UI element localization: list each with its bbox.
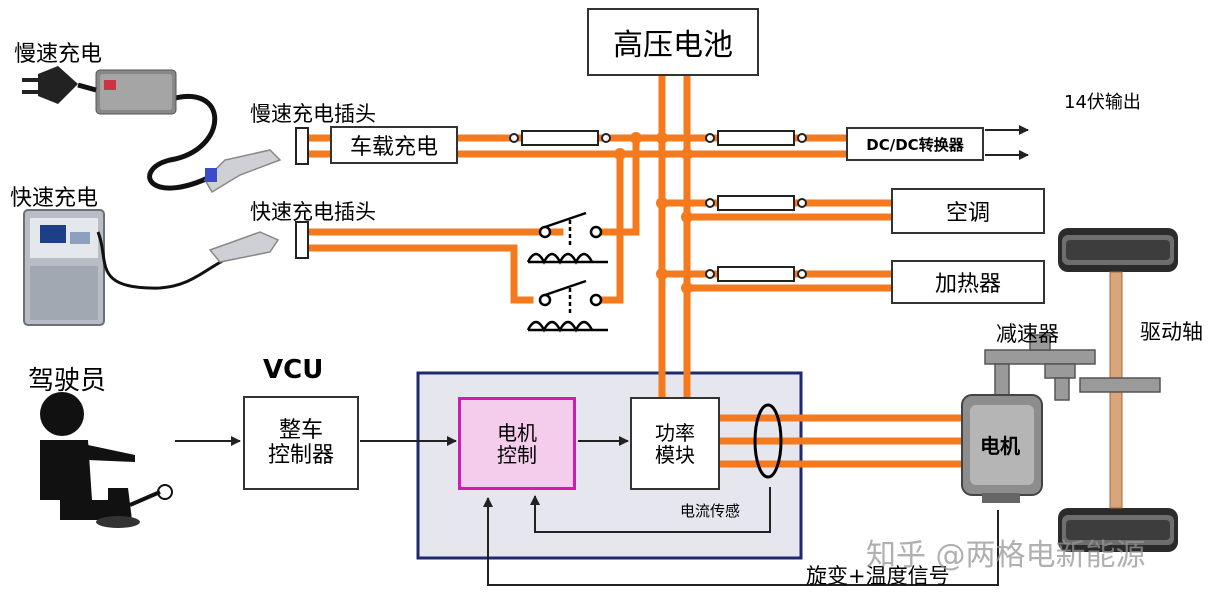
fuse-group <box>509 130 807 282</box>
current-sensor-ring <box>753 403 783 479</box>
motor-ctrl-line1: 电机 <box>497 420 537 445</box>
dcdc-box: DC/DC转换器 <box>846 127 984 161</box>
fast-charge-title: 快速充电 <box>10 186 99 211</box>
reducer-label: 减速器 <box>996 322 1059 346</box>
power-module-box: 功率 模块 <box>630 397 720 490</box>
motor-control-box: 电机 控制 <box>458 397 576 490</box>
vcu-ctrl-line1: 整车 <box>278 417 323 443</box>
onboard-charger-label: 车载充电 <box>349 135 438 160</box>
ac-label: 空调 <box>945 201 990 226</box>
power-mod-line1: 功率 <box>655 420 695 445</box>
ac-box: 空调 <box>891 188 1045 234</box>
fast-plug-socket <box>295 221 309 259</box>
dcdc-label: DC/DC转换器 <box>866 135 964 154</box>
junction-dots <box>614 132 693 294</box>
vcu-label: VCU <box>263 355 324 385</box>
relay-1 <box>526 211 608 265</box>
fuse-4 <box>705 266 807 282</box>
heater-label: 加热器 <box>934 272 1001 297</box>
driver-label: 驾驶员 <box>28 366 107 396</box>
vcu-ctrl-line2: 控制器 <box>267 443 334 468</box>
slow-charger-cable <box>147 94 282 194</box>
motor-label: 电机 <box>980 434 1020 458</box>
hv-battery-box: 高压电池 <box>587 8 759 76</box>
reducer-gearbox <box>984 334 1161 401</box>
fuse-3 <box>705 195 807 211</box>
fast-plug-label: 快速充电插头 <box>250 200 376 224</box>
hv-battery-label: 高压电池 <box>613 28 733 63</box>
drive-shaft-label: 驱动轴 <box>1140 320 1203 344</box>
power-mod-line2: 模块 <box>655 442 695 467</box>
driver-figure <box>40 392 173 528</box>
slow-charger-box <box>22 66 177 115</box>
wheel-bottom <box>1058 508 1178 552</box>
current-sense-label: 电流传感 <box>680 502 741 520</box>
onboard-charger-box: 车载充电 <box>330 126 458 164</box>
fuse-1 <box>509 130 611 146</box>
resolver-signal-label: 旋变+温度信号 <box>806 564 950 588</box>
wheel-top <box>1058 228 1178 272</box>
watermark: 知乎 @两格电新能源 <box>866 538 1146 573</box>
slow-plug-label: 慢速充电插头 <box>250 102 376 126</box>
high-voltage-wiring <box>308 72 969 468</box>
motor-body <box>961 394 1043 503</box>
signal-lines <box>175 436 999 586</box>
output-arrows <box>985 125 1029 160</box>
fuse-2 <box>705 130 807 146</box>
slow-plug-socket <box>295 127 309 165</box>
heater-box: 加热器 <box>891 260 1045 304</box>
vcu-controller-box: 整车 控制器 <box>243 396 359 490</box>
relay-2 <box>526 279 608 333</box>
motor-ctrl-line2: 控制 <box>497 442 537 467</box>
output-14v-label: 14伏输出 <box>1064 92 1141 113</box>
slow-charge-title: 慢速充电 <box>14 42 103 67</box>
fast-charger-station <box>23 209 280 326</box>
